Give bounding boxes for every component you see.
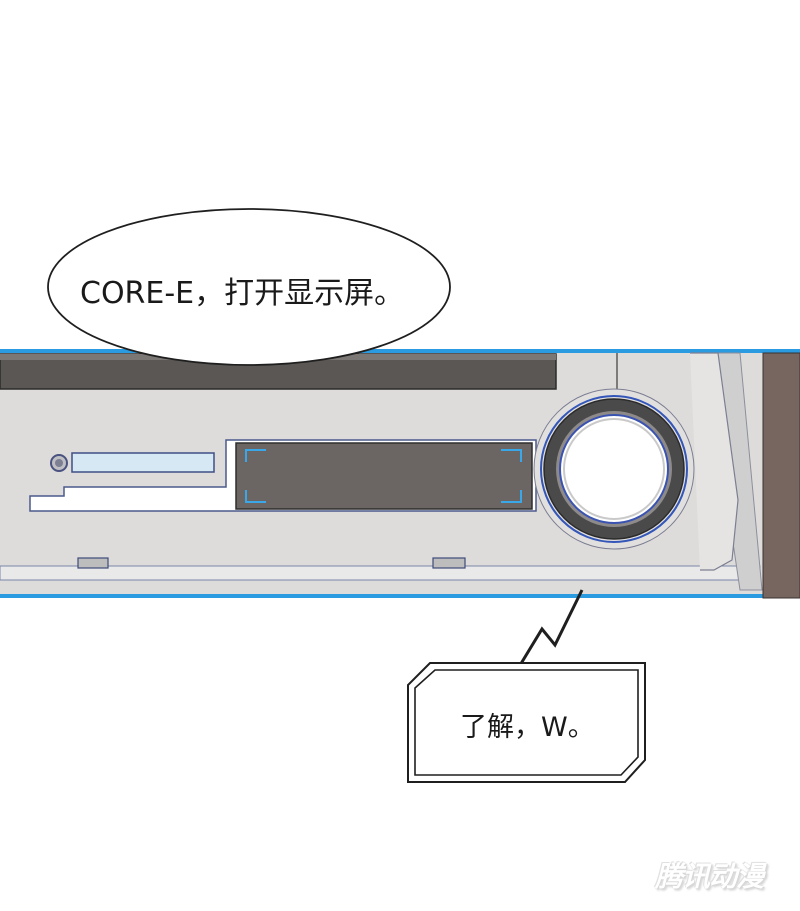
display-screen xyxy=(235,442,533,510)
right-edge xyxy=(762,352,800,599)
dialogue-text-1: CORE-E，打开显示屏。 xyxy=(80,276,405,311)
watermark-logo: 腾讯动漫 xyxy=(655,860,764,893)
speech-bubble-2 xyxy=(407,589,646,783)
dialogue-text-2: 了解，W。 xyxy=(460,712,595,743)
status-bar-strip xyxy=(71,452,215,473)
control-knob[interactable] xyxy=(533,388,695,550)
speech-bubble-1 xyxy=(47,208,451,366)
